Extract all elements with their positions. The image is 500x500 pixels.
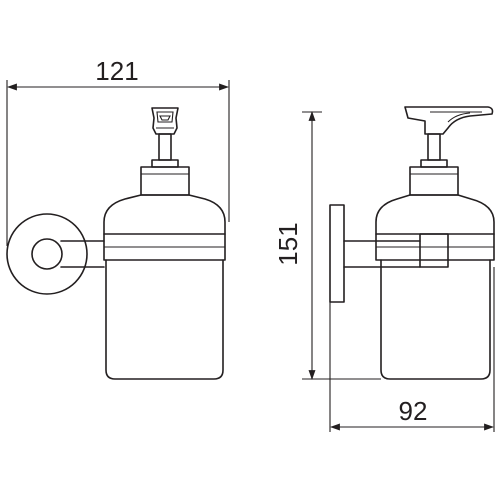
pump-head bbox=[151, 107, 179, 135]
side-wall-plate bbox=[329, 204, 345, 303]
dimension-width-label: 121 bbox=[95, 56, 138, 86]
dispenser-lid bbox=[103, 194, 226, 235]
side-dispenser-lid bbox=[375, 194, 495, 235]
side-holder-ring bbox=[375, 233, 495, 268]
pump-neck bbox=[151, 159, 179, 168]
side-pump-nozzle bbox=[404, 106, 494, 135]
holder-arm bbox=[60, 240, 105, 268]
side-pump-collar bbox=[409, 166, 459, 196]
holder-ring bbox=[103, 233, 226, 261]
side-view bbox=[329, 106, 495, 380]
dimension-height-label: 151 bbox=[273, 222, 303, 265]
dimension-width: 121 bbox=[6, 56, 230, 246]
dimension-depth-label: 92 bbox=[399, 396, 428, 426]
dimension-depth: 92 bbox=[329, 267, 495, 432]
dimension-height: 151 bbox=[273, 111, 381, 380]
pump-collar bbox=[140, 166, 190, 196]
side-glass-container bbox=[380, 259, 491, 380]
front-view bbox=[6, 107, 226, 380]
side-arm bbox=[343, 240, 421, 268]
side-pump-stem bbox=[427, 133, 441, 161]
glass-container bbox=[105, 259, 224, 380]
pump-stem bbox=[158, 133, 172, 161]
wall-flange bbox=[6, 213, 88, 295]
